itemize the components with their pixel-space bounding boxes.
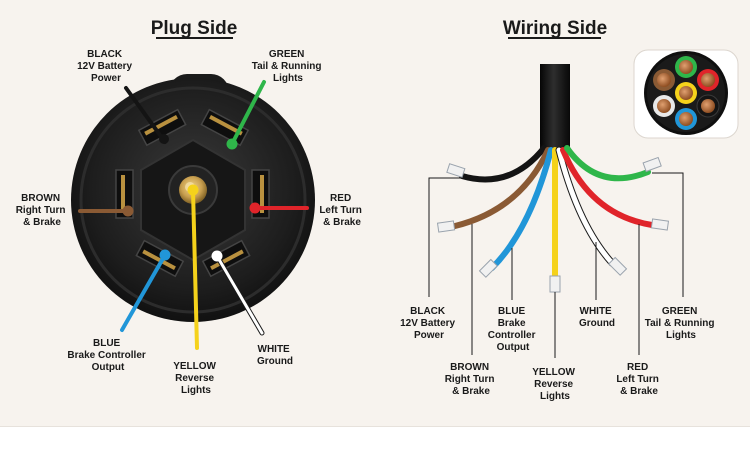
plug-leaders: [78, 80, 309, 350]
wire-white: [556, 147, 615, 266]
plug-label-brown: BROWN Right Turn & Brake: [16, 193, 69, 228]
wiring-label-black: BLACK 12V Battery Power: [400, 306, 458, 341]
plug-label-white: WHITE Ground: [257, 344, 293, 367]
svg-text:Wiring Side: Wiring Side: [503, 18, 607, 39]
plug-side-title: Plug Side: [151, 18, 238, 39]
wire-green: [564, 145, 651, 182]
wire-black: [459, 145, 547, 183]
wiring-label-brown: BROWN Right Turn & Brake: [445, 362, 498, 397]
wire-brown: [452, 147, 551, 229]
cable-jacket: [540, 64, 570, 150]
wiring-side-title: Wiring Side: [503, 18, 607, 39]
wire-blue: [489, 147, 554, 271]
plug-blue-leader: [120, 253, 167, 332]
plug-yellow-leader: [191, 188, 199, 350]
terminal-slots: [115, 108, 270, 278]
cable: [540, 64, 570, 155]
wiring-label-white: WHITE Ground: [579, 306, 615, 329]
wiring-label-green: GREEN Tail & Running Lights: [645, 306, 718, 341]
plug-black-leader: [124, 86, 167, 144]
plug-label-yellow: YELLOW Reverse Lights: [173, 361, 219, 396]
svg-text:Plug Side: Plug Side: [151, 18, 238, 39]
wire-tips: [436, 156, 670, 293]
cable-cross-section: [633, 49, 739, 139]
plug-label-green: GREEN Tail & Running Lights: [252, 49, 325, 84]
plug-label-black: BLACK 12V Battery Power: [77, 49, 135, 84]
plug-green-leader: [230, 80, 266, 146]
wires: [452, 145, 655, 279]
wiring-label-blue: BLUE Brake Controller Output: [488, 306, 539, 353]
wiring-label-yellow: YELLOW Reverse Lights: [532, 367, 578, 402]
plug-white-leader: [215, 254, 264, 335]
bottom-strip: [0, 426, 750, 451]
wiring-leaders: [428, 172, 684, 358]
plug-label-blue: BLUE Brake Controller Output: [67, 338, 148, 373]
wiring-label-red: RED Left Turn & Brake: [616, 362, 661, 397]
wire-red: [560, 147, 655, 228]
plug-label-red: RED Left Turn & Brake: [319, 193, 364, 228]
